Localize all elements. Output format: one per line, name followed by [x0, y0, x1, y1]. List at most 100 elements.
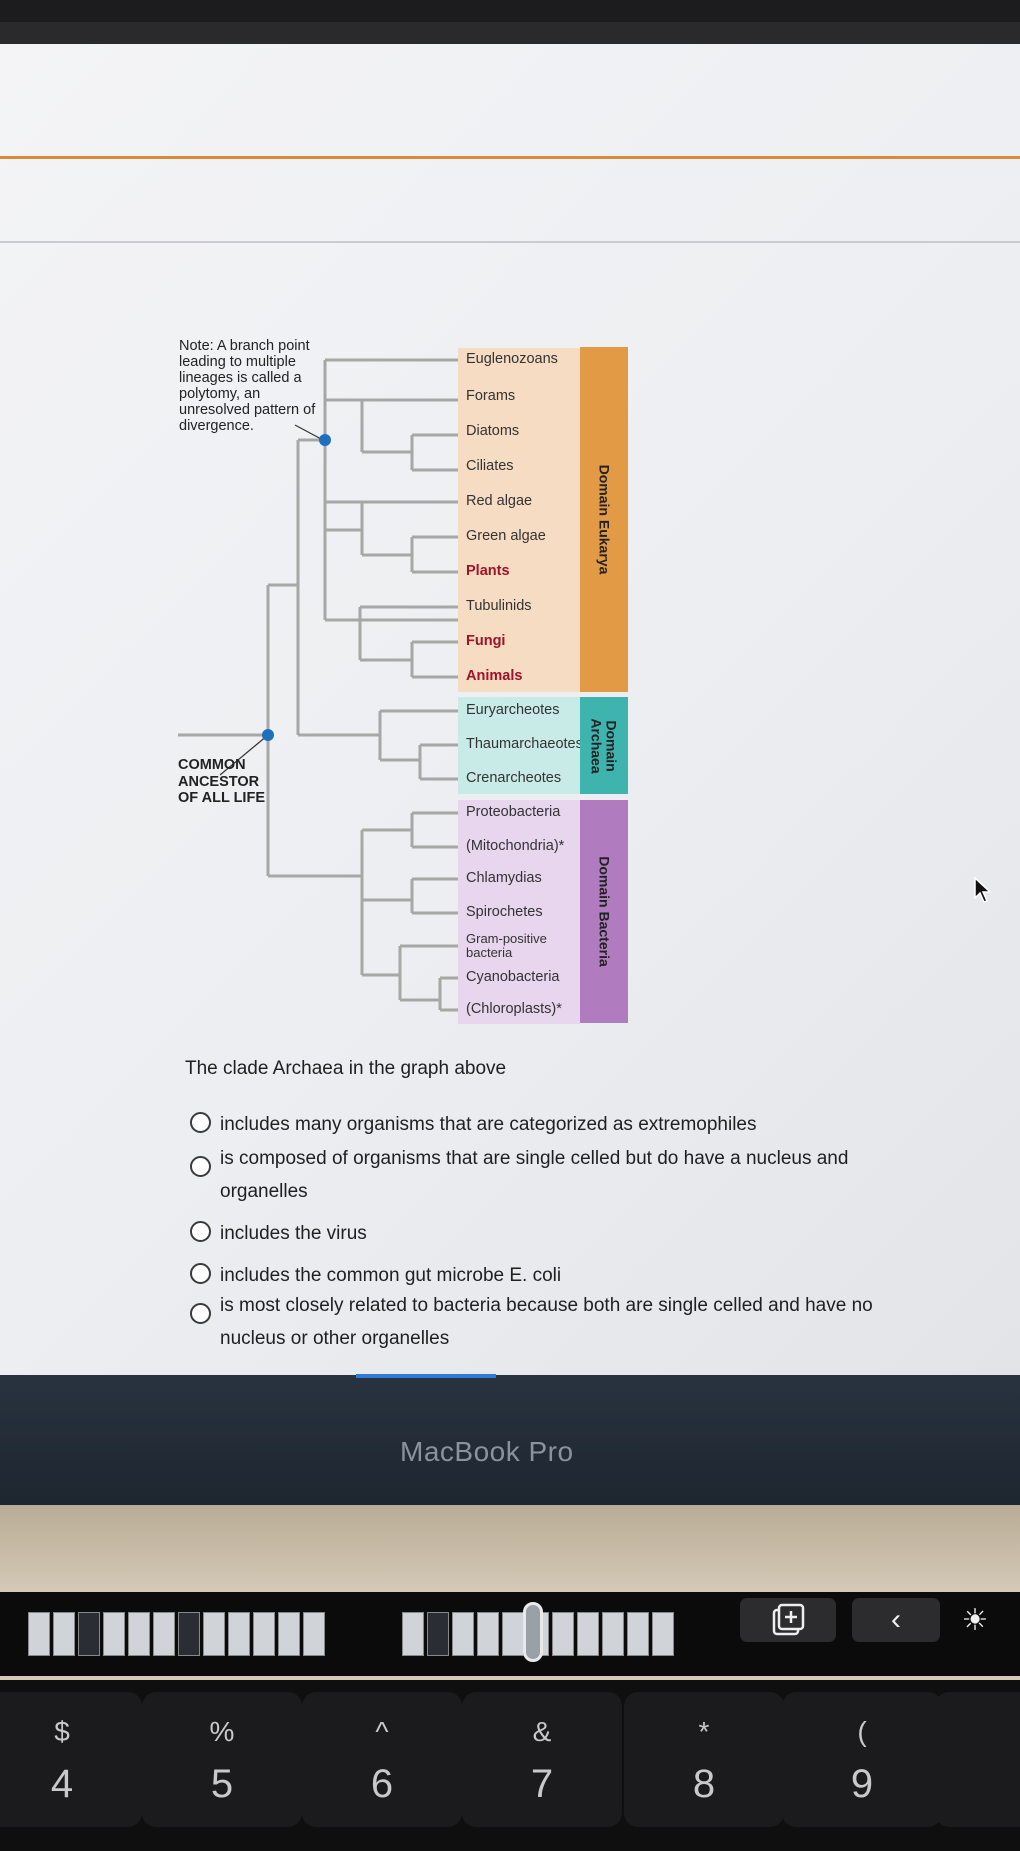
domain-bacteria-label: Domain Bacteria: [596, 856, 613, 967]
touchbar-scrubber-handle[interactable]: [523, 1602, 543, 1662]
laptop-bezel: [0, 1375, 1020, 1505]
key-symbol: *: [698, 1716, 710, 1747]
thumbnail[interactable]: [652, 1612, 674, 1656]
key-number: 5: [210, 1762, 234, 1806]
thumbnail[interactable]: [53, 1612, 75, 1656]
thumbnail[interactable]: [502, 1612, 524, 1656]
taxon-label: Animals: [466, 668, 523, 684]
taxon-label: Cyanobacteria: [466, 969, 560, 985]
taxon-label: Tubulinids: [466, 598, 532, 614]
key-4[interactable]: $4: [0, 1692, 142, 1827]
thumbnail[interactable]: [178, 1612, 200, 1656]
taxon-label: Thaumarchaeotes: [466, 736, 583, 752]
domain-band-0: [458, 348, 580, 692]
thumbnail[interactable]: [253, 1612, 275, 1656]
thumbnail[interactable]: [153, 1612, 175, 1656]
answer-option-text: is most closely related to bacteria beca…: [220, 1295, 873, 1349]
touchbar-thumbnails-right[interactable]: [402, 1612, 674, 1656]
thumbnail[interactable]: [552, 1612, 574, 1656]
tree-nodes: [262, 434, 331, 741]
window-top-bar: [0, 22, 1020, 44]
taxon-label: Euglenozoans: [466, 351, 558, 367]
taxon-label: Green algae: [466, 528, 546, 544]
thumbnail[interactable]: [278, 1612, 300, 1656]
key-number: 4: [50, 1762, 74, 1806]
radio-button[interactable]: [190, 1263, 211, 1284]
key-number: 8: [692, 1762, 716, 1806]
key-symbol: %: [209, 1716, 235, 1747]
tree-node: [262, 729, 274, 741]
mouse-pointer-icon: [974, 876, 992, 903]
brightness-icon[interactable]: ☀: [961, 1603, 989, 1637]
orange-divider: [0, 156, 1020, 159]
thumbnail[interactable]: [602, 1612, 624, 1656]
leader-line: [294, 424, 324, 441]
tree-node: [319, 434, 331, 446]
radio-button[interactable]: [190, 1156, 211, 1177]
key-7[interactable]: &7: [462, 1692, 622, 1827]
answer-option-2[interactable]: is composed of organisms that are single…: [190, 1142, 930, 1208]
thumbnail[interactable]: [427, 1612, 449, 1656]
tree-branches: [178, 358, 458, 1012]
taxon-label: Diatoms: [466, 423, 520, 439]
thumbnail[interactable]: [128, 1612, 150, 1656]
domain-band-1: [458, 697, 580, 794]
thumbnail[interactable]: [203, 1612, 225, 1656]
answer-option-4[interactable]: includes the common gut microbe E. coli: [190, 1259, 930, 1292]
screenshot-icon[interactable]: [740, 1598, 836, 1642]
thumbnail[interactable]: [402, 1612, 424, 1656]
domain-eukarya-bar: Domain Eukarya: [580, 347, 628, 692]
answer-option-text: is composed of organisms that are single…: [220, 1148, 849, 1202]
taxon-label: Spirochetes: [466, 904, 543, 920]
domain-band-2: [458, 800, 580, 1024]
answer-option-1[interactable]: includes many organisms that are categor…: [190, 1108, 930, 1141]
key-symbol: ^: [375, 1716, 389, 1747]
polytomy-note: Note: A branch point leading to multiple…: [179, 338, 316, 434]
domain-bacteria-bar: Domain Bacteria: [580, 800, 628, 1023]
radio-button[interactable]: [190, 1303, 211, 1324]
taxon-label: Proteobacteria: [466, 804, 561, 820]
thumbnail[interactable]: [103, 1612, 125, 1656]
common-ancestor-label: COMMON ANCESTOR OF ALL LIFE: [178, 757, 265, 806]
key-8[interactable]: *8: [624, 1692, 784, 1827]
thumbnail[interactable]: [78, 1612, 100, 1656]
thumbnail[interactable]: [577, 1612, 599, 1656]
answer-option-text: includes the virus: [220, 1223, 367, 1244]
thumbnail[interactable]: [627, 1612, 649, 1656]
domain-archaea-bar: Domain Archaea: [580, 697, 628, 794]
taxon-label: Gram-positive bacteria: [466, 931, 547, 960]
key-5[interactable]: %5: [142, 1692, 302, 1827]
touchbar-thumbnails-left[interactable]: [28, 1612, 325, 1656]
taxon-label: Forams: [466, 388, 516, 404]
chevron-left-icon[interactable]: ‹: [852, 1598, 940, 1642]
key-number: 6: [370, 1762, 394, 1806]
thumbnail[interactable]: [452, 1612, 474, 1656]
device-label: MacBook Pro: [400, 1436, 574, 1467]
key-number: 9: [850, 1762, 874, 1806]
thumbnail[interactable]: [28, 1612, 50, 1656]
thumbnail[interactable]: [477, 1612, 499, 1656]
taxon-label: Fungi: [466, 633, 506, 649]
key-symbol: (: [857, 1716, 867, 1747]
thumbnail[interactable]: [228, 1612, 250, 1656]
domain-eukarya-label: Domain Eukarya: [596, 464, 613, 575]
taxon-label: (Mitochondria)*: [466, 838, 565, 854]
taxon-label: Red algae: [466, 493, 533, 509]
answer-option-5[interactable]: is most closely related to bacteria beca…: [190, 1289, 930, 1355]
radio-button[interactable]: [190, 1112, 211, 1133]
radio-button[interactable]: [190, 1221, 211, 1242]
thumbnail[interactable]: [303, 1612, 325, 1656]
key-9[interactable]: (9: [782, 1692, 942, 1827]
taxon-label: Ciliates: [466, 458, 514, 474]
screen-edge-accent: [356, 1374, 496, 1378]
key-symbol: &: [532, 1716, 552, 1747]
key-6[interactable]: ^6: [302, 1692, 462, 1827]
phylogenetic-tree: [178, 358, 458, 1012]
domain-archaea-label: Domain Archaea: [589, 717, 620, 774]
answer-option-text: includes the common gut microbe E. coli: [220, 1265, 562, 1286]
taxon-label: Euryarcheotes: [466, 702, 560, 718]
key-symbol: $: [54, 1716, 70, 1747]
answer-option-text: includes many organisms that are categor…: [220, 1114, 757, 1135]
answer-option-3[interactable]: includes the virus: [190, 1217, 930, 1250]
key-partial[interactable]: [935, 1692, 1020, 1827]
